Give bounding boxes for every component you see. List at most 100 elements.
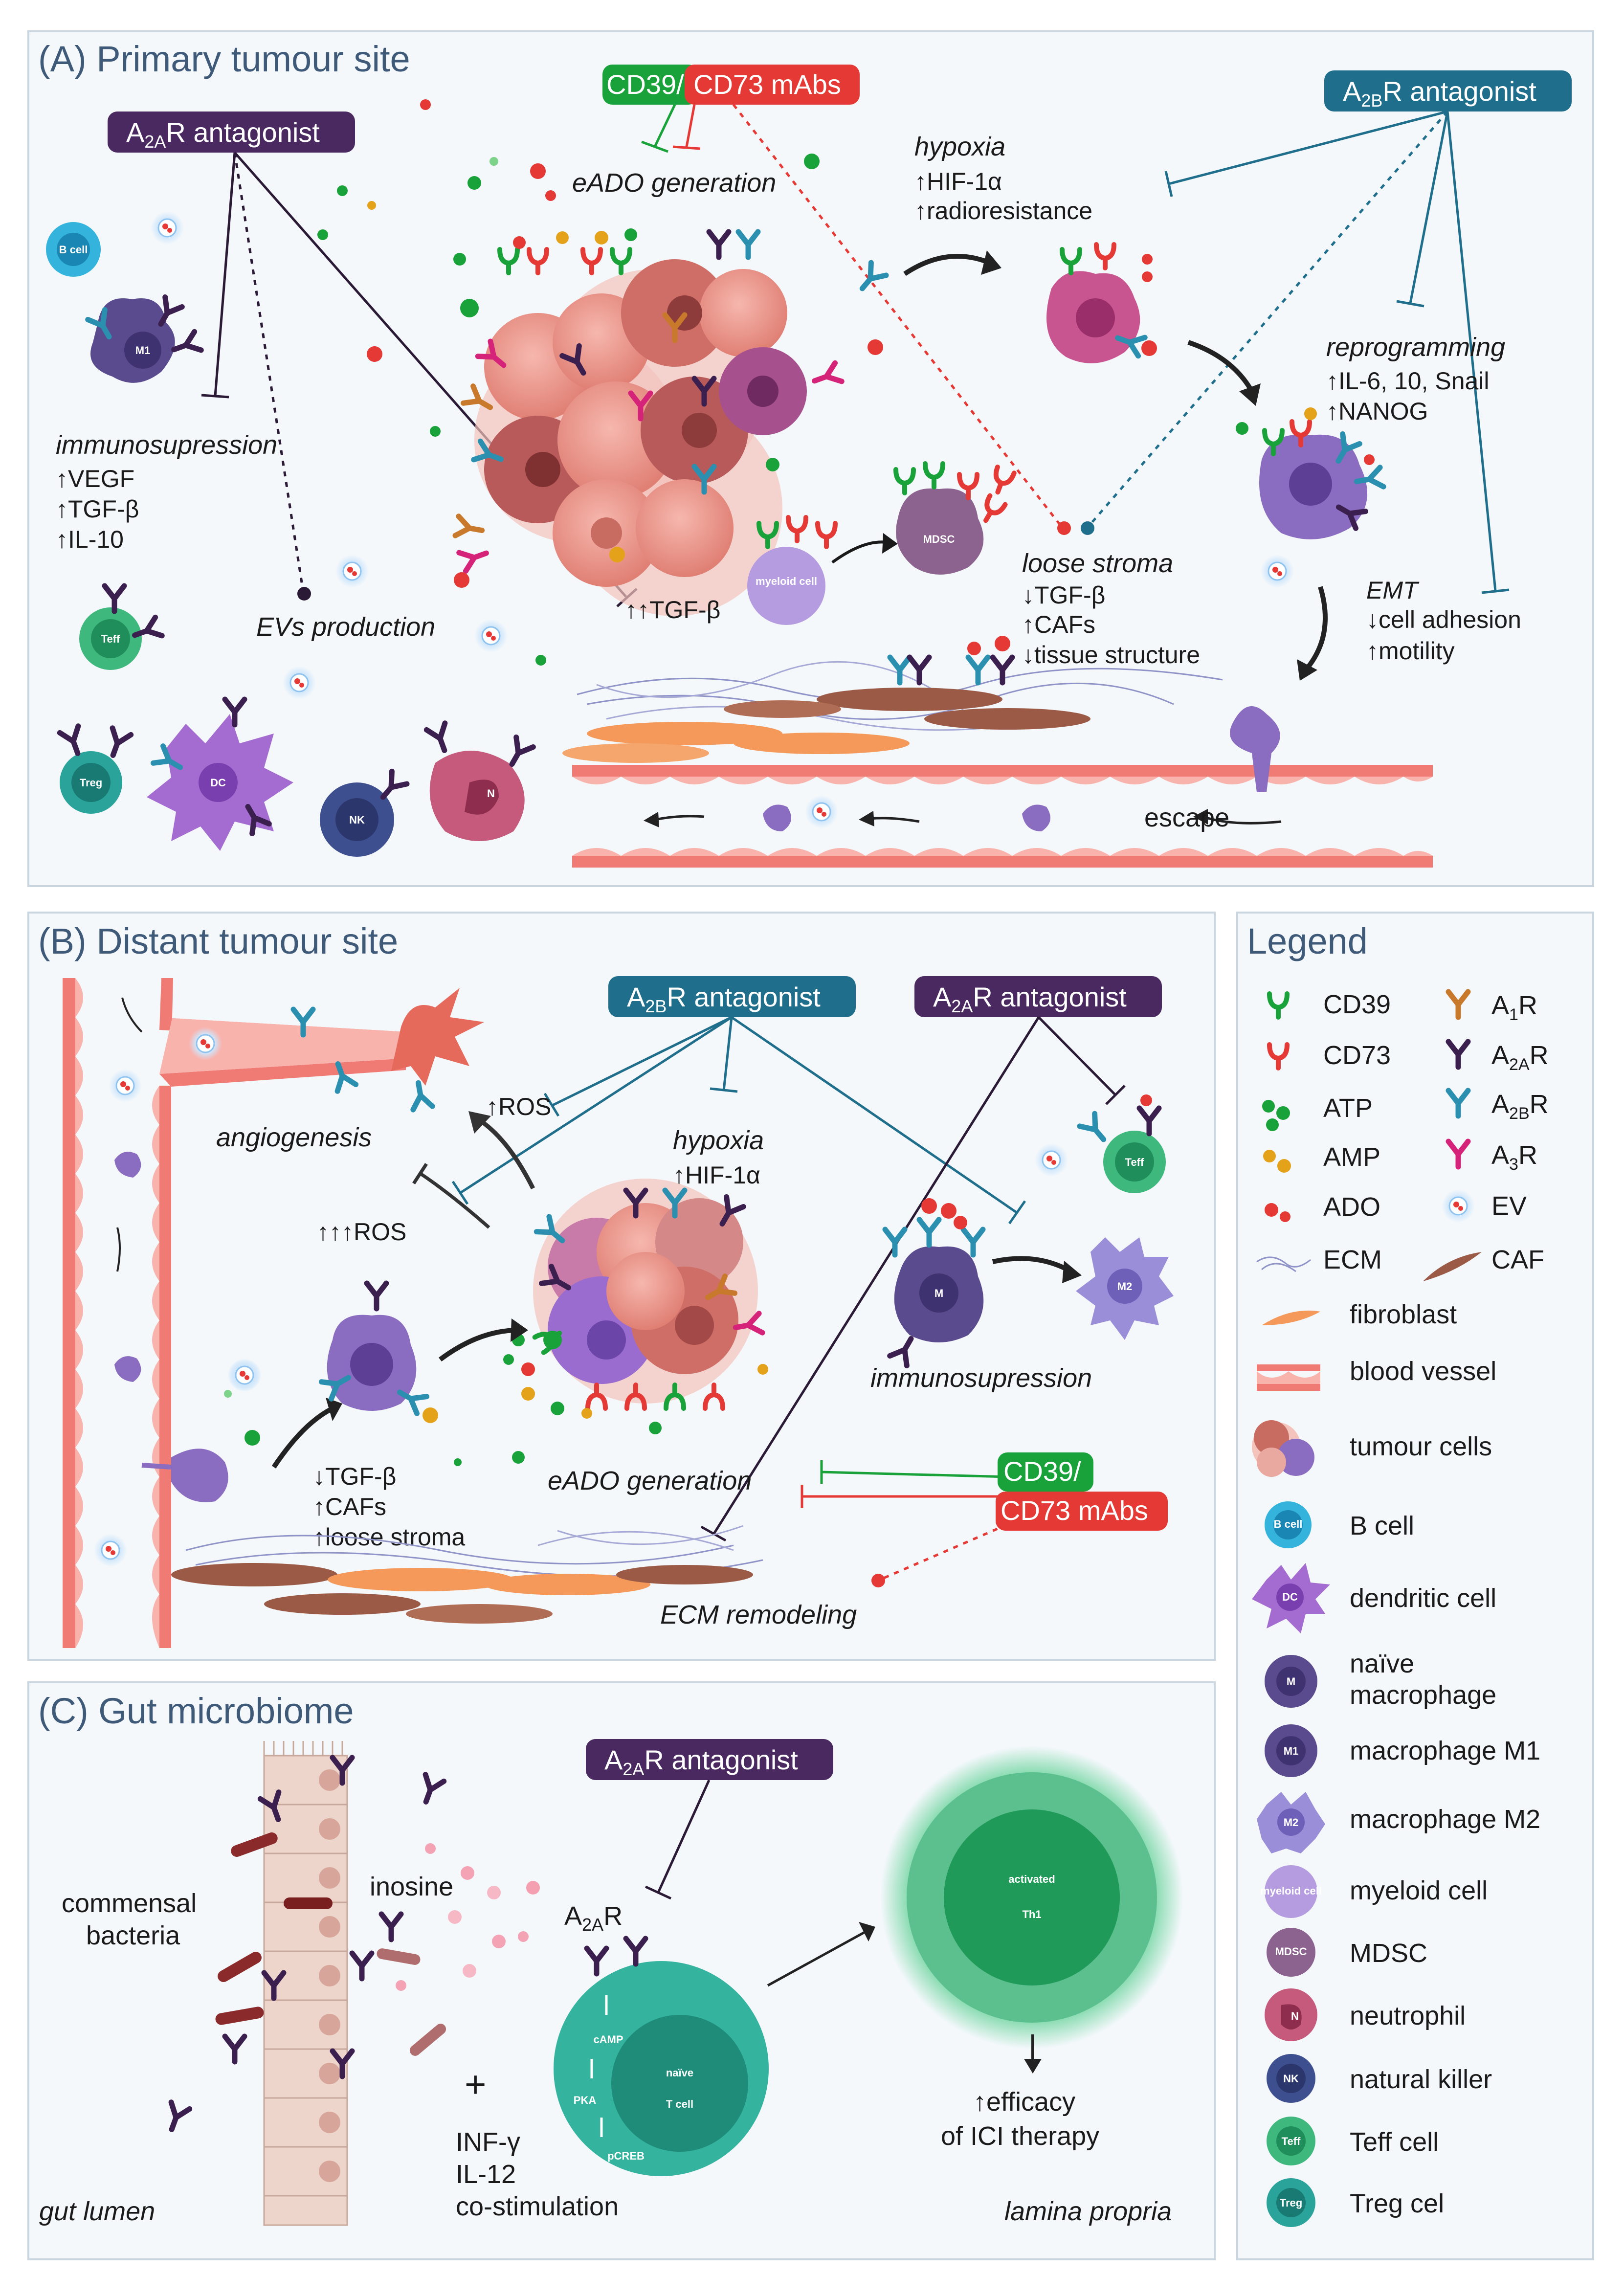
label-tissue-structure: ↓tissue structure xyxy=(1022,641,1200,669)
legend-amp: AMP xyxy=(1323,1142,1380,1172)
legend-b-cell: B cell xyxy=(1350,1511,1414,1540)
plus-sign: + xyxy=(465,2064,486,2105)
label-il-snail: ↑IL-6, 10, Snail xyxy=(1326,367,1490,395)
legend-amp-icon xyxy=(1263,1150,1291,1173)
arrowhead-m-to-m2 xyxy=(1062,1261,1082,1283)
label-evs-production: EVs production xyxy=(256,612,435,642)
svg-text:A2AR antagonist: A2AR antagonist xyxy=(933,981,1127,1016)
label-inosine: inosine xyxy=(370,1872,453,1901)
legend-cd39: CD39 xyxy=(1323,990,1391,1019)
label-cafs-b: ↑CAFs xyxy=(313,1493,386,1520)
legend-b-cell-icon: B cell xyxy=(1265,1501,1312,1548)
legend-ecm-icon xyxy=(1256,1256,1311,1272)
ev-a5 xyxy=(1260,554,1295,589)
ado-dot-stroma xyxy=(967,642,981,655)
legend-macrophage: macrophage xyxy=(1350,1680,1496,1710)
panel-c: (C) Gut microbiome xyxy=(27,1681,1216,2260)
label-ros-single: ↑ROS xyxy=(486,1093,551,1120)
label-inf-gamma: INF-γ xyxy=(456,2127,520,2157)
label-il10: ↑IL-10 xyxy=(56,526,124,553)
label-cafs-a: ↑CAFs xyxy=(1022,611,1095,638)
legend-dendritic: dendritic cell xyxy=(1350,1584,1496,1613)
legend-dc-icon: DC xyxy=(1252,1563,1330,1633)
commensal-bacteria xyxy=(162,1758,448,2133)
label-eado-generation-a: eADO generation xyxy=(572,168,776,198)
teff-cell-a: Teff xyxy=(79,586,162,670)
svg-text:CD73 mAbs: CD73 mAbs xyxy=(693,69,841,100)
stroma-b xyxy=(171,1525,763,1624)
legend-m1-icon: M1 xyxy=(1265,1724,1317,1777)
legend-mdsc-icon: MDSC xyxy=(1267,1928,1315,1977)
legend-macrophage-m2: macrophage M2 xyxy=(1350,1805,1540,1834)
legend-myeloid-icon: myeloid cell xyxy=(1260,1865,1322,1918)
svg-text:cAMP: cAMP xyxy=(593,2033,623,2046)
label-tgfb-double: ↑↑TGF-β xyxy=(625,596,720,624)
legend-blood-vessel: blood vessel xyxy=(1350,1357,1496,1386)
arrowhead-to-th1 xyxy=(859,1922,875,1941)
svg-text:Teff: Teff xyxy=(101,633,120,645)
blood-vessel-a xyxy=(572,706,1433,868)
legend-a1r: A1R xyxy=(1491,991,1537,1024)
macrophage-b: M xyxy=(885,1198,983,1366)
label-lamina-propria: lamina propria xyxy=(1004,2197,1172,2226)
arrow-to-th1 xyxy=(767,1930,867,1987)
svg-text:Teff: Teff xyxy=(1282,2135,1301,2147)
svg-text:CD73 mAbs: CD73 mAbs xyxy=(1001,1495,1148,1526)
label-tgf-down-a: ↓TGF-β xyxy=(1022,581,1105,609)
label-il12: IL-12 xyxy=(456,2160,516,2189)
teff-cell-b: Teff xyxy=(1080,1094,1166,1193)
legend-nk-icon: NK xyxy=(1267,2054,1315,2103)
arrowhead-to-hypoxia xyxy=(981,250,1001,275)
legend-teff-icon: Teff xyxy=(1267,2117,1315,2165)
ev-a1 xyxy=(150,210,185,245)
arrowhead-to-tumour-b xyxy=(511,1318,528,1342)
legend-mdsc: MDSC xyxy=(1350,1939,1427,1968)
legend-title: Legend xyxy=(1247,921,1368,961)
m2-macrophage-b: M2 xyxy=(1076,1237,1174,1340)
label-commensal: commensal xyxy=(62,1889,197,1918)
svg-text:DC: DC xyxy=(1282,1591,1298,1603)
stroma-a xyxy=(562,661,1223,763)
myeloid-cell-a: myeloid cell xyxy=(747,517,835,625)
svg-text:B cell: B cell xyxy=(1274,1518,1303,1530)
arrow-to-hypoxia xyxy=(903,254,994,276)
label-tgfb-a: ↑TGF-β xyxy=(56,495,139,523)
arrowhead-myeloid-mdsc xyxy=(882,533,898,554)
arrowhead-to-escape-cell xyxy=(1297,659,1317,681)
svg-text:Treg: Treg xyxy=(80,777,102,789)
legend-teff: Teff cell xyxy=(1350,2127,1439,2157)
nucleotides-a xyxy=(317,99,883,666)
legend-macrophage-m1: macrophage M1 xyxy=(1350,1736,1540,1765)
inosine-dots xyxy=(396,1843,540,1991)
a2ar-antagonist-pill-a: A2AR antagonist xyxy=(108,112,355,153)
label-hif-b: ↑HIF-1α xyxy=(673,1161,760,1189)
legend-ev: EV xyxy=(1491,1191,1527,1221)
a2br-antagonist-pill-a: A2BR antagonist xyxy=(1324,70,1572,112)
ev-b1 xyxy=(227,1358,262,1393)
svg-text:Teff: Teff xyxy=(1125,1156,1144,1168)
svg-text:Treg: Treg xyxy=(1280,2197,1302,2209)
reprogrammed-tumour-cell xyxy=(1236,407,1383,539)
tumour-mass-b xyxy=(503,1179,768,1464)
svg-text:MDSC: MDSC xyxy=(923,533,955,545)
label-vegf: ↑VEGF xyxy=(56,465,134,492)
svg-text:M2: M2 xyxy=(1117,1280,1133,1293)
label-hypoxia-b: hypoxia xyxy=(673,1126,764,1155)
legend-nk: natural killer xyxy=(1350,2065,1492,2094)
label-ici-therapy: of ICI therapy xyxy=(941,2121,1099,2151)
dc-cell-a: DC xyxy=(147,699,293,851)
blood-vessel-b xyxy=(63,978,484,1648)
tumour-mass-a xyxy=(455,232,886,616)
label-gut-lumen: gut lumen xyxy=(39,2197,155,2226)
hypoxic-tumour-cell xyxy=(1046,245,1157,363)
arrow-to-reprogramming xyxy=(1187,340,1254,393)
label-cell-adhesion: ↓cell adhesion xyxy=(1366,606,1521,633)
legend-fibroblast: fibroblast xyxy=(1350,1300,1457,1329)
legend-ev-icon xyxy=(1441,1188,1476,1224)
a2ar-antagonist-pill-c: A2AR antagonist xyxy=(586,1739,833,1780)
svg-text:Th1: Th1 xyxy=(1022,1908,1041,1920)
svg-text:N: N xyxy=(1291,2010,1299,2022)
inhibit-ros xyxy=(412,1163,490,1229)
label-motility: ↑motility xyxy=(1366,637,1455,665)
